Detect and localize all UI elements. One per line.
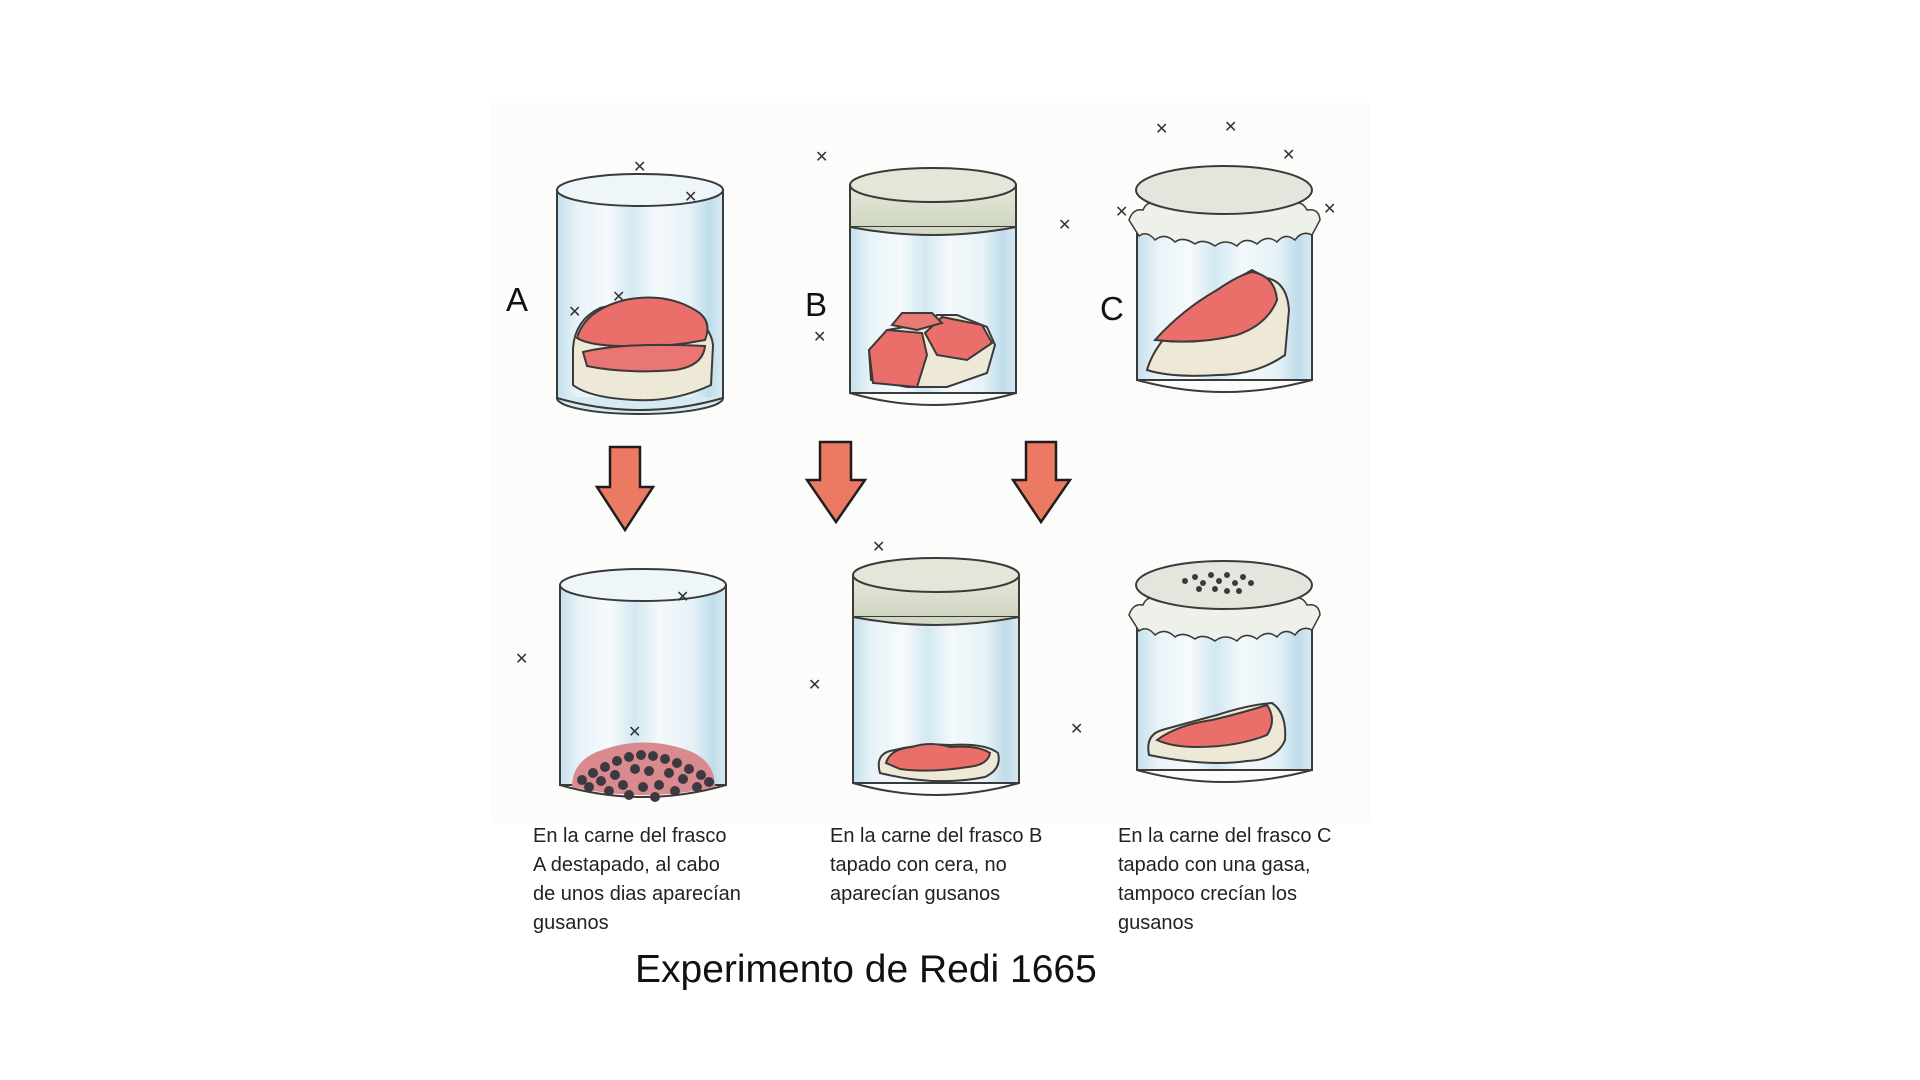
- caption-c: En la carne del frasco C tapado con una …: [1118, 822, 1331, 938]
- jar-b-after: [850, 555, 1022, 803]
- jar-a-after: [557, 565, 729, 808]
- fly-icon: ✕: [633, 159, 647, 176]
- caption-b-line: aparecían gusanos: [830, 883, 1001, 905]
- fly-icon: ✕: [813, 329, 827, 346]
- fly-icon: ✕: [808, 677, 822, 694]
- caption-a-line: A destapado, al cabo: [533, 854, 720, 876]
- down-arrow-icon: [1011, 440, 1072, 524]
- jar-a-before: [555, 170, 725, 418]
- caption-c-line: En la carne del frasco C: [1118, 825, 1332, 847]
- jar-b-before: [847, 165, 1019, 413]
- fly-icon: ✕: [1070, 721, 1084, 738]
- caption-a-line: En la carne del frasco: [533, 825, 727, 847]
- jar-label-a: A: [506, 281, 529, 318]
- jar-c-before: [1127, 160, 1322, 405]
- fly-icon: ✕: [568, 304, 582, 321]
- fly-icon: ✕: [872, 539, 886, 556]
- caption-a: En la carne del frasco A destapado, al c…: [533, 822, 741, 938]
- down-arrow-icon: [805, 440, 867, 524]
- fly-icon: ✕: [1282, 147, 1296, 164]
- fly-icon: ✕: [1323, 201, 1337, 218]
- fly-icon: ✕: [676, 589, 690, 606]
- fly-icon: ✕: [515, 651, 529, 668]
- jar-label-c: C: [1100, 290, 1124, 327]
- jar-label-b: B: [805, 286, 828, 323]
- fly-icon: ✕: [684, 189, 698, 206]
- caption-a-line: de unos dias aparecían: [533, 883, 741, 905]
- caption-c-line: tampoco crecían los: [1118, 883, 1297, 905]
- diagram-title: Experimento de Redi 1665: [635, 948, 1097, 991]
- fly-icon: ✕: [612, 289, 626, 306]
- fly-icon: ✕: [1115, 204, 1129, 221]
- caption-b: En la carne del frasco B tapado con cera…: [830, 822, 1042, 909]
- caption-c-line: gusanos: [1118, 912, 1194, 934]
- caption-b-line: tapado con cera, no: [830, 854, 1007, 876]
- fly-icon: ✕: [1224, 119, 1238, 136]
- fly-icon: ✕: [1155, 121, 1169, 138]
- fly-icon: ✕: [1058, 217, 1072, 234]
- fly-icon: ✕: [628, 724, 642, 741]
- caption-c-line: tapado con una gasa,: [1118, 854, 1311, 876]
- down-arrow-icon: [595, 445, 655, 532]
- caption-b-line: En la carne del frasco B: [830, 825, 1043, 847]
- jar-c-after: [1127, 555, 1322, 795]
- fly-icon: ✕: [815, 149, 829, 166]
- caption-a-line: gusanos: [533, 912, 609, 934]
